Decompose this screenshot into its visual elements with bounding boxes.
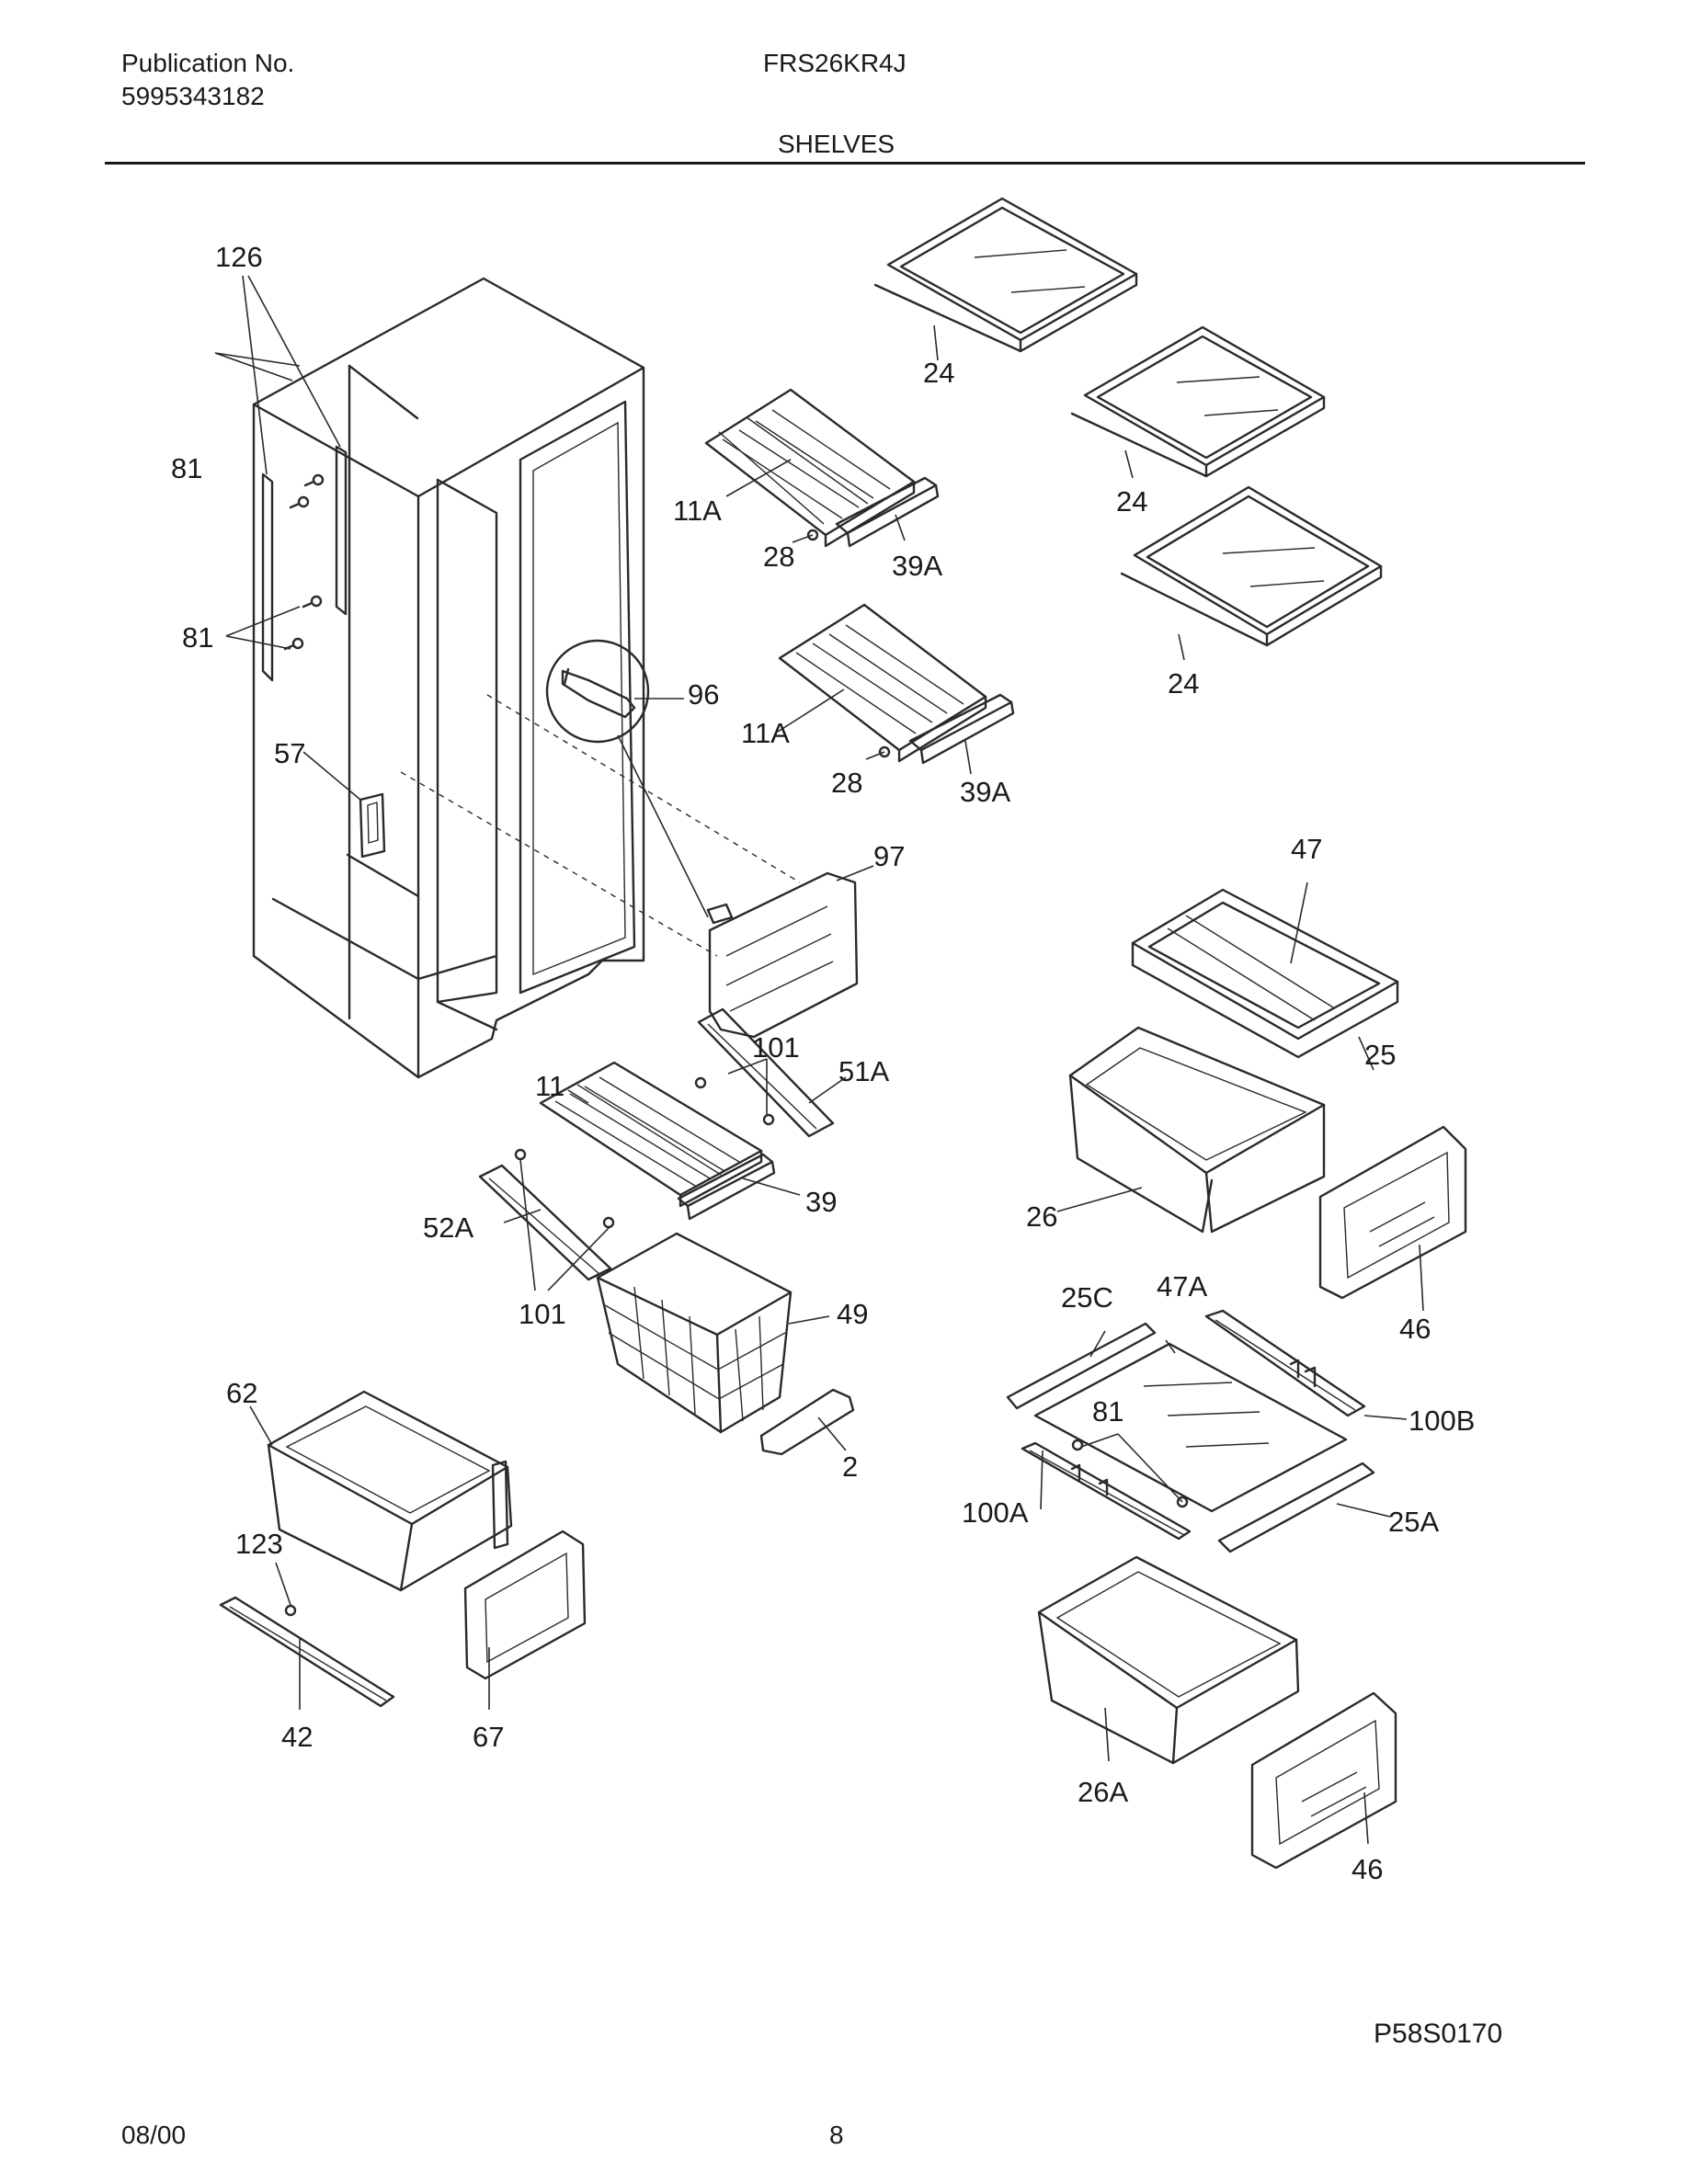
- handle-2: [759, 1388, 855, 1456]
- callout-49: 49: [837, 1298, 868, 1330]
- callout-46-upper: 46: [1399, 1313, 1431, 1345]
- slide-42: [219, 1596, 395, 1708]
- trim-39: [677, 1153, 776, 1221]
- callout-39A-upper: 39A: [892, 550, 942, 582]
- callout-25: 25: [1364, 1039, 1396, 1071]
- callout-24-1: 24: [923, 357, 954, 389]
- callout-2: 2: [842, 1450, 858, 1483]
- glass-shelf-47A: [1033, 1342, 1348, 1513]
- control-housing-97: [706, 871, 859, 1039]
- wire-shelf-11A-lower: [778, 603, 987, 763]
- callout-11A-lower: 11A: [741, 717, 790, 749]
- callout-101-lower: 101: [519, 1298, 566, 1330]
- trim-39A-lower: [908, 693, 1015, 765]
- leader-lines: [214, 275, 1424, 1845]
- callout-42: 42: [281, 1721, 313, 1753]
- drawer-front-46-lower: [1250, 1691, 1397, 1870]
- callout-11: 11: [535, 1070, 565, 1102]
- glass-shelf-24-3: [1120, 485, 1383, 647]
- callout-47A: 47A: [1157, 1270, 1207, 1302]
- trim-25A: [1217, 1462, 1375, 1553]
- trim-25C: [1006, 1322, 1157, 1410]
- callout-26: 26: [1026, 1200, 1057, 1233]
- callout-25C: 25C: [1061, 1281, 1113, 1314]
- crisper-drawer-26: [1068, 1026, 1326, 1234]
- section-title: SHELVES: [778, 130, 895, 158]
- glass-shelf-24-2: [1070, 325, 1326, 478]
- wire-basket-49: [596, 1232, 793, 1434]
- callout-25A: 25A: [1388, 1506, 1439, 1538]
- publication-label: Publication No.: [121, 49, 295, 77]
- callout-96: 96: [688, 678, 719, 711]
- callout-126: 126: [215, 241, 263, 273]
- pan-front-67: [463, 1530, 587, 1680]
- freezer-pan-62: [267, 1390, 513, 1592]
- callout-101-upper: 101: [752, 1031, 800, 1064]
- callout-39A-lower: 39A: [960, 776, 1010, 808]
- callout-24-3: 24: [1168, 667, 1199, 700]
- callout-28-lower: 28: [831, 767, 862, 799]
- drawing-id: P58S0170: [1374, 2019, 1503, 2049]
- callout-51A: 51A: [838, 1055, 889, 1087]
- screws-101: [514, 1076, 775, 1229]
- shelf-support-52A: [478, 1164, 612, 1281]
- publication-number: 5995343182: [121, 82, 265, 110]
- callout-28-upper: 28: [763, 540, 794, 573]
- crisper-cover-47: [1131, 888, 1399, 1059]
- callout-97: 97: [873, 840, 905, 872]
- callout-39: 39: [805, 1186, 837, 1218]
- callout-62: 62: [226, 1377, 257, 1409]
- callout-57: 57: [274, 737, 305, 769]
- trim-39A-upper: [835, 476, 940, 548]
- callout-46-lower: 46: [1352, 1853, 1383, 1885]
- revision-date: 08/00: [121, 2121, 187, 2149]
- model-number: FRS26KR4J: [763, 49, 907, 77]
- callout-24-2: 24: [1116, 485, 1147, 518]
- callout-52A: 52A: [423, 1211, 473, 1244]
- callout-26A: 26A: [1078, 1776, 1128, 1808]
- screws-81-cabinet: [283, 473, 325, 651]
- drawer-front-46-upper: [1318, 1125, 1467, 1300]
- shelf-rail-126: [261, 445, 348, 682]
- callout-100A: 100A: [962, 1496, 1029, 1529]
- detail-circle-96: [545, 639, 709, 918]
- screw-123: [284, 1604, 297, 1617]
- screws-81-shelf: [1071, 1439, 1189, 1508]
- crisper-drawer-26A: [1037, 1555, 1300, 1765]
- header-rule: [105, 162, 1585, 165]
- callout-47: 47: [1291, 833, 1322, 865]
- pins-28: [806, 529, 891, 758]
- callout-100B: 100B: [1409, 1405, 1475, 1437]
- shelf-rail-100B: [1204, 1309, 1366, 1417]
- callout-81-upper: 81: [171, 452, 202, 484]
- callout-81-lower: 81: [182, 621, 213, 654]
- callout-11A-upper: 11A: [673, 495, 722, 527]
- callout-123: 123: [235, 1528, 283, 1560]
- callout-81-shelf: 81: [1092, 1395, 1123, 1428]
- cabinet-outline: [252, 277, 645, 1079]
- shelf-rail-100A: [1021, 1441, 1192, 1541]
- wire-shelf-11A-upper: [704, 388, 916, 548]
- light-housing-57: [359, 792, 386, 859]
- glass-shelf-24-1: [873, 197, 1138, 353]
- page-number: 8: [829, 2121, 844, 2149]
- shelf-support-51A: [697, 1007, 835, 1138]
- callout-67: 67: [473, 1721, 504, 1753]
